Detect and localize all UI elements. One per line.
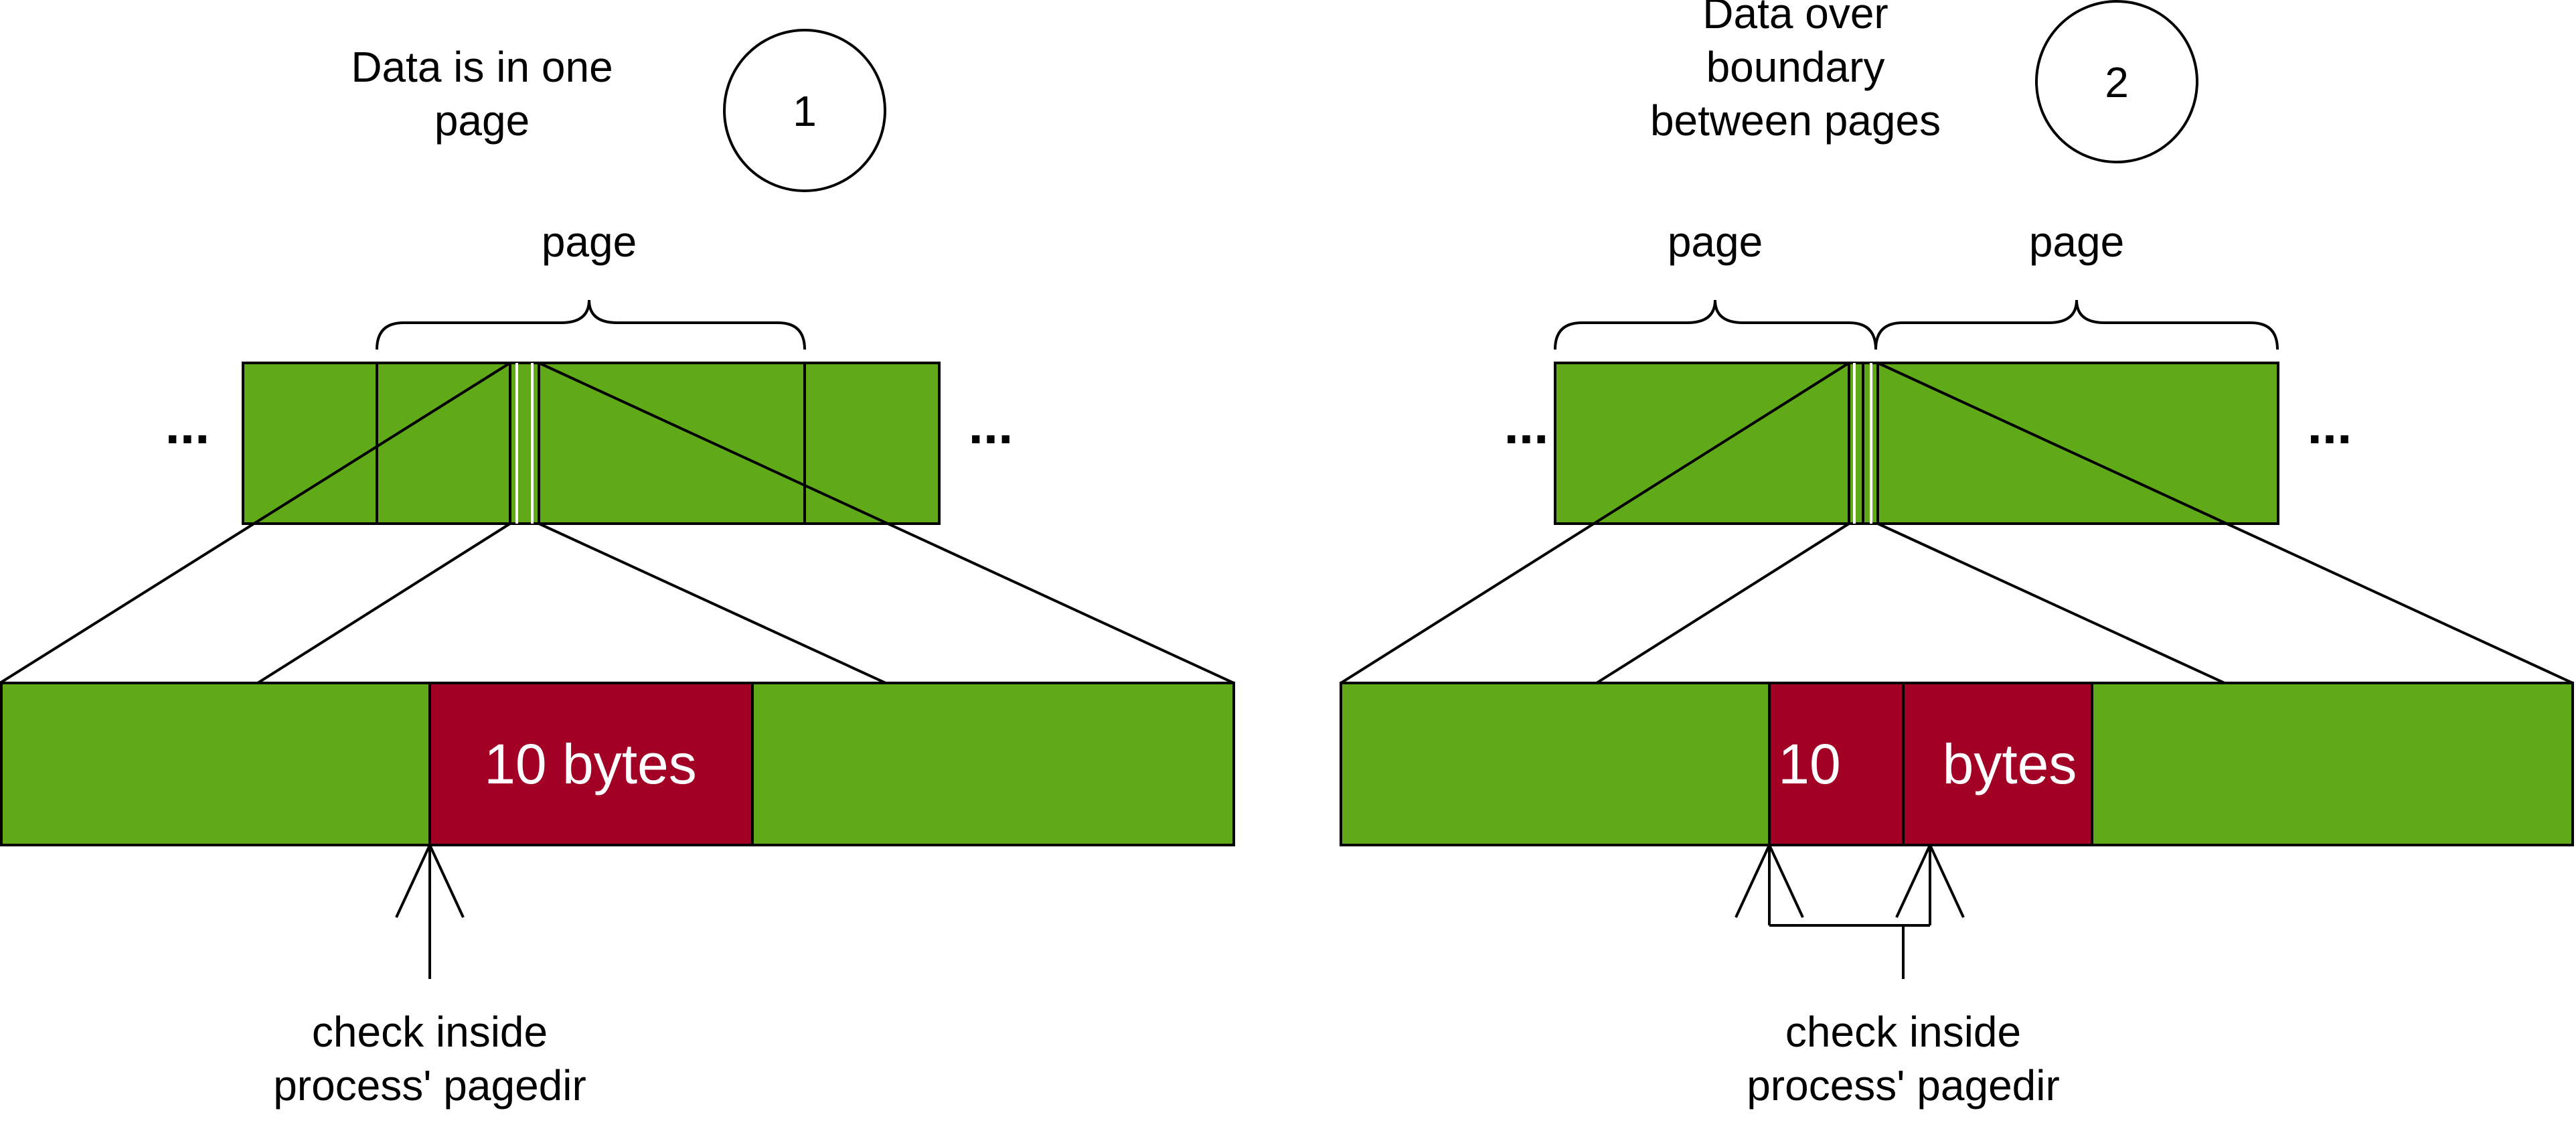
scenario-one-caption: Data is in one page	[351, 43, 613, 145]
scenario-one-data-label: 10 bytes	[484, 733, 697, 795]
scenario-one-data-slice	[509, 363, 540, 524]
scenario-two-data-slice	[1848, 363, 1879, 524]
scenario-one-expanded-left	[0, 682, 431, 846]
scenario-two-ellipsis-left: ...	[1504, 395, 1549, 455]
scenario-two-caption: Data over boundary between pages	[1650, 0, 1941, 145]
scenario-two-expanded-left	[1340, 682, 1771, 846]
scenario-two-number: 2	[2105, 58, 2129, 106]
scenario-two-check-arrows	[1735, 844, 1965, 979]
scenario-two-page-label-2: page	[2029, 218, 2124, 266]
scenario-two-check-label: check inside process' pagedir	[1747, 1008, 2060, 1110]
scenario-two-data-block-1	[1768, 682, 1905, 846]
scenario-one-number: 1	[793, 87, 817, 135]
text-line: process' pagedir	[1747, 1061, 2060, 1110]
scenario-one-memory-strip	[242, 362, 941, 525]
text-line: boundary	[1706, 43, 1885, 91]
text-line: check inside	[1785, 1008, 2021, 1056]
text-line: process' pagedir	[273, 1061, 586, 1110]
scenario-one-page-brace	[376, 299, 806, 350]
scenario-one-expanded-right	[751, 682, 1235, 846]
scenario-one-ellipsis-left: ...	[165, 395, 210, 455]
scenario-two-panel: Data over boundary between pages 2 page pa…	[1340, 0, 2574, 1110]
scenario-one-data-block	[428, 682, 754, 846]
scenario-two-data-label-1: 10	[1778, 733, 1840, 795]
scenario-two-page-brace-1	[1554, 299, 1877, 350]
scenario-two-data-label-2: bytes	[1943, 733, 2077, 795]
scenario-one-page-label: page	[542, 218, 637, 266]
text-line: page	[434, 96, 530, 145]
scenario-two-ellipsis-right: ...	[2308, 395, 2352, 455]
scenario-two-page-label-1: page	[1668, 218, 1763, 266]
scenario-one-panel: Data is in one page 1 page ... ... 10 byt…	[0, 29, 1235, 1110]
text-line: Data is in one	[351, 43, 613, 91]
text-line: Data over	[1702, 0, 1888, 37]
scenario-two-data-block-2	[1902, 682, 2093, 846]
scenario-one-check-arrow	[395, 844, 465, 979]
scenario-two-page-brace-2	[1874, 299, 2279, 350]
scenario-one-number-circle	[723, 29, 886, 192]
scenario-two-expanded-right	[2091, 682, 2574, 846]
scenario-one-check-label: check inside process' pagedir	[273, 1008, 586, 1110]
scenario-two-memory-strip	[1554, 362, 2279, 525]
scenario-two-zoom-lines	[1340, 362, 2573, 684]
scenario-two-number-circle	[2035, 0, 2198, 163]
text-line: between pages	[1650, 96, 1941, 145]
scenario-one-zoom-lines	[0, 362, 1234, 684]
text-line: check inside	[312, 1008, 548, 1056]
scenario-one-ellipsis-right: ...	[969, 395, 1014, 455]
